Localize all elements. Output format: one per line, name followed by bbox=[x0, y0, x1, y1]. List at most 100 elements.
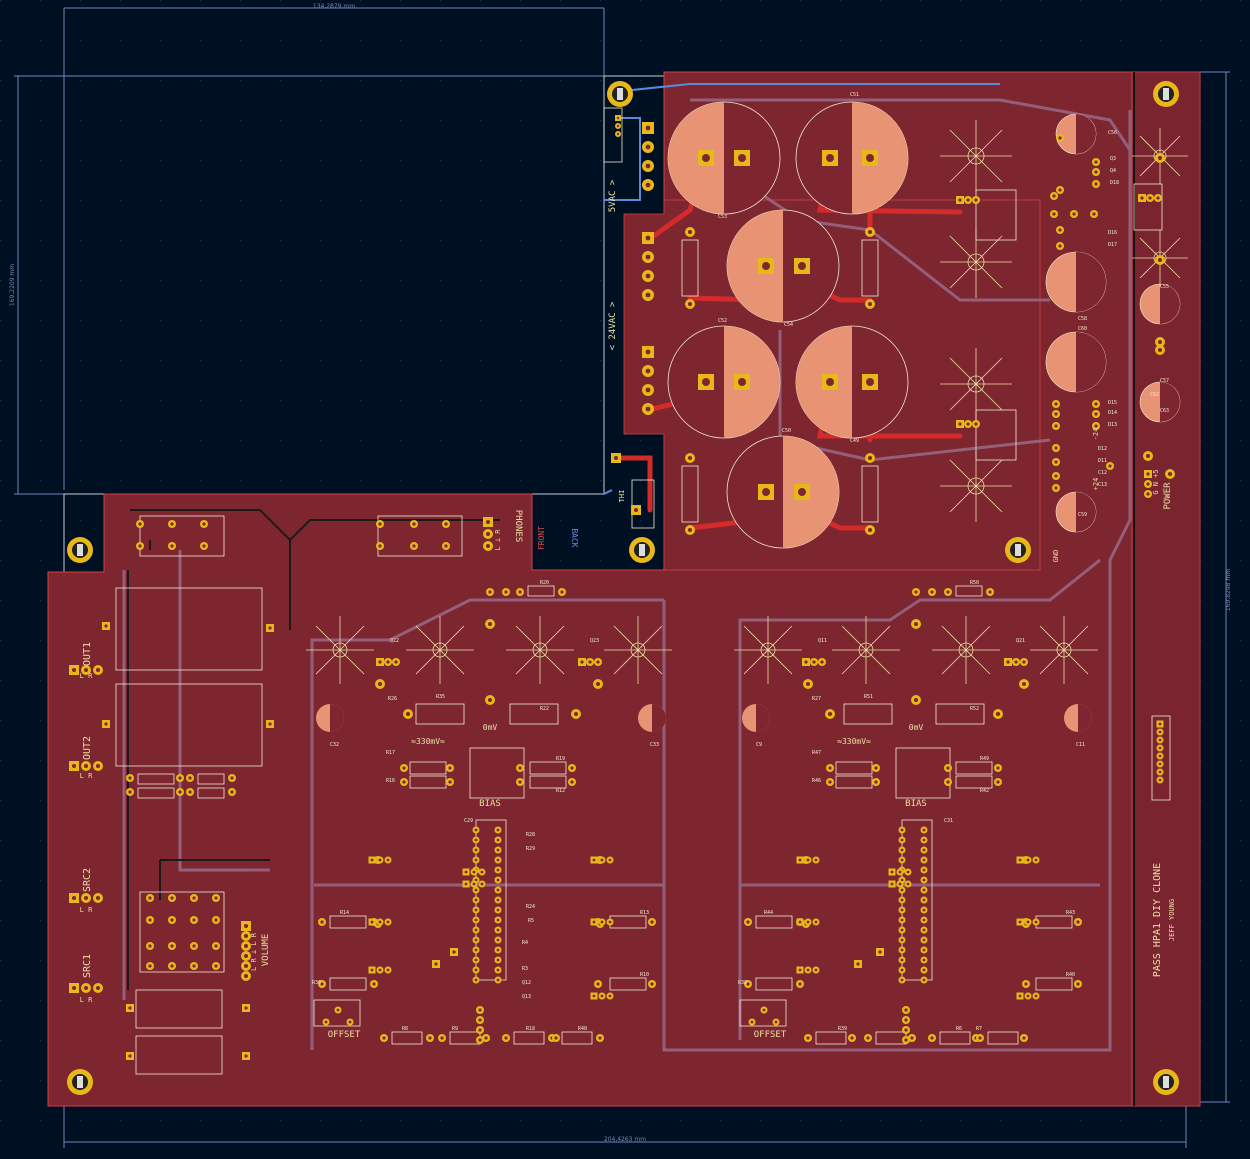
capacitor-c52 bbox=[667, 325, 781, 439]
pad-hole bbox=[946, 766, 950, 770]
pad-hole bbox=[378, 522, 382, 526]
pad-hole bbox=[148, 944, 152, 948]
pad-hole bbox=[974, 422, 978, 426]
pad-hole bbox=[1158, 730, 1162, 734]
refdes-label: R17 bbox=[386, 750, 395, 756]
refdes-label: R16 bbox=[386, 778, 395, 784]
pad-hole bbox=[1018, 920, 1022, 924]
pad-hole bbox=[750, 1020, 754, 1024]
pad-hole bbox=[244, 1054, 248, 1058]
pad-hole bbox=[688, 230, 692, 234]
refdes-label: R43 bbox=[1066, 910, 1075, 916]
pad-hole bbox=[814, 920, 818, 924]
src1-label: SRC1 bbox=[82, 954, 93, 978]
pad-hole bbox=[966, 198, 970, 202]
pad-hole bbox=[192, 944, 196, 948]
pad-hole bbox=[1014, 660, 1018, 664]
pad-hole bbox=[444, 544, 448, 548]
pad-hole bbox=[1052, 212, 1056, 216]
refdes-label: R24 bbox=[526, 904, 535, 910]
out2-lr: L R bbox=[80, 772, 93, 780]
refdes-label: D16 bbox=[1108, 230, 1117, 236]
refdes-label: R5 bbox=[528, 918, 534, 924]
pad-hole bbox=[96, 764, 100, 768]
out1-label: OUT1 bbox=[82, 642, 93, 666]
pad-hole bbox=[904, 1028, 908, 1032]
pad-hole bbox=[504, 590, 508, 594]
pad-hole bbox=[774, 1020, 778, 1024]
refdes-label: Q4 bbox=[1110, 168, 1116, 174]
pad-hole bbox=[378, 968, 382, 972]
pad-hole bbox=[900, 908, 904, 912]
pad-hole bbox=[1158, 746, 1162, 750]
pad-hole bbox=[1018, 994, 1022, 998]
pad-hole bbox=[914, 590, 918, 594]
pad-hole bbox=[504, 1036, 508, 1040]
pad-hole bbox=[900, 978, 904, 982]
pad-hole bbox=[806, 920, 810, 924]
refdes-label: R27 bbox=[812, 696, 821, 702]
pad-hole bbox=[930, 590, 934, 594]
pad-hole bbox=[828, 766, 832, 770]
refdes-label: R14 bbox=[340, 910, 349, 916]
pad-hole bbox=[1022, 660, 1026, 664]
refdes-label: C51 bbox=[850, 92, 859, 98]
pad-hole bbox=[128, 1006, 132, 1010]
pad-hole bbox=[645, 254, 651, 260]
pad-hole bbox=[496, 918, 500, 922]
pad-hole bbox=[1054, 424, 1058, 428]
pad-hole bbox=[645, 235, 651, 241]
pad-hole bbox=[560, 590, 564, 594]
pad-hole bbox=[1158, 258, 1162, 262]
src2-lr: L R bbox=[80, 906, 93, 914]
pad-hole bbox=[798, 858, 802, 862]
pad-hole bbox=[1018, 858, 1022, 862]
pad-hole bbox=[268, 722, 272, 726]
refdes-label: R46 bbox=[812, 778, 821, 784]
pad-hole bbox=[464, 870, 468, 874]
refdes-label: R28 bbox=[526, 832, 535, 838]
refdes-label: R35 bbox=[436, 694, 445, 700]
pad-hole bbox=[910, 1036, 914, 1040]
pad-hole bbox=[428, 1036, 432, 1040]
capacitor-c54 bbox=[726, 209, 840, 323]
refdes-label: D15 bbox=[1108, 400, 1117, 406]
pad-hole bbox=[574, 712, 578, 716]
pad-hole bbox=[128, 1054, 132, 1058]
vac5-label: 5VAC > bbox=[608, 179, 618, 212]
pad-hole bbox=[178, 776, 182, 780]
pad-hole bbox=[922, 908, 926, 912]
refdes-label: R9 bbox=[452, 1026, 458, 1032]
pad-hole bbox=[1092, 212, 1096, 216]
pad-hole bbox=[966, 422, 970, 426]
pad-hole bbox=[798, 920, 802, 924]
refdes-label: Q12 bbox=[522, 980, 531, 986]
refdes-label: C49 bbox=[850, 438, 859, 444]
pad-hole bbox=[72, 668, 76, 672]
pad-hole bbox=[958, 422, 962, 426]
pad-hole bbox=[128, 776, 132, 780]
pad-hole bbox=[480, 882, 484, 886]
small-capacitors bbox=[316, 113, 1181, 732]
pad-hole bbox=[244, 924, 248, 928]
mounting-hole bbox=[67, 1069, 93, 1095]
pad-hole bbox=[214, 918, 218, 922]
pad-hole bbox=[904, 1038, 908, 1042]
pad-hole bbox=[170, 522, 174, 526]
pad-hole bbox=[474, 898, 478, 902]
pad-hole bbox=[474, 978, 478, 982]
refdes-label: C54 bbox=[784, 322, 793, 328]
pad-hole bbox=[592, 920, 596, 924]
out1-lr: L R bbox=[80, 672, 93, 680]
mounting-holes bbox=[67, 81, 1179, 1095]
pad-hole bbox=[214, 896, 218, 900]
pad-hole bbox=[1140, 196, 1144, 200]
refdes-label: D17 bbox=[1108, 242, 1117, 248]
pad-hole bbox=[1076, 982, 1080, 986]
pad-hole bbox=[320, 982, 324, 986]
pad-hole bbox=[412, 544, 416, 548]
refdes-label: C33 bbox=[650, 742, 659, 748]
pad-hole bbox=[890, 870, 894, 874]
dim-left-text: 169,2209 mm bbox=[9, 264, 16, 306]
